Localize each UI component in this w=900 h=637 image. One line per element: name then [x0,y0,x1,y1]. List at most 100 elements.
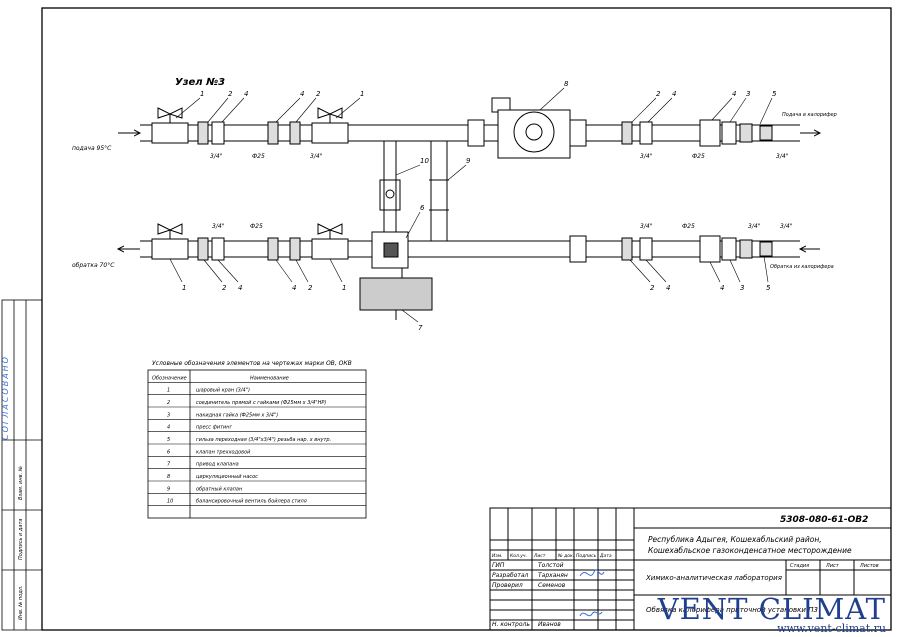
node-title: Узел №3 [175,77,225,88]
from-heater-label: Обратка из калорифера [770,264,834,270]
svg-text:Ф25: Ф25 [252,153,265,160]
svg-text:7: 7 [418,324,423,332]
table-cell-num: 1 [167,388,170,394]
drawing-name: Обвязка калорифера приточной установки П… [646,606,818,614]
svg-text:4: 4 [720,284,724,292]
table-cell-name: шаровый кран (3/4") [196,388,250,394]
svg-text:3/4": 3/4" [210,153,223,160]
svg-text:3: 3 [746,90,750,98]
svg-text:4: 4 [300,90,304,98]
stamp-role: Разработал [492,572,529,579]
svg-text:2: 2 [222,284,227,292]
svg-text:5: 5 [766,284,771,292]
table-cell-num: 4 [167,425,170,431]
stamp-stage-col: Стадия [790,563,809,569]
svg-text:4: 4 [244,90,248,98]
svg-text:6: 6 [420,204,425,212]
return-label: обратка 70°С [72,262,115,269]
svg-text:4: 4 [238,284,242,292]
svg-text:4: 4 [672,90,676,98]
table-cell-name: накидная гайка (Ф25мм х 3/4") [196,412,278,418]
table-cell-num: 9 [167,486,170,492]
table-cell-name: балансировочный вентиль бойлера стиля [196,499,307,505]
svg-text:8: 8 [564,80,569,88]
table-cell-num: 6 [167,449,170,455]
table-cell-num: 2 [167,400,170,406]
supply-label: подача 95°С [72,145,112,152]
table-cell-num: 5 [167,437,170,443]
svg-text:3/4": 3/4" [212,223,225,230]
table-cell-num: 3 [167,412,170,418]
svg-text:1: 1 [342,284,346,292]
svg-text:2: 2 [656,90,661,98]
stamp-col: Подпись [576,553,597,559]
table-cell-name: клапан трехходовой [196,449,251,455]
stamp-role: ГИП [492,562,505,569]
svg-text:2: 2 [316,90,321,98]
stamp-col: № док. [557,553,574,559]
table-cell-name: пресс фитинг [196,425,233,431]
return-pipe [140,240,800,258]
svg-text:Ф25: Ф25 [682,223,695,230]
stamp-stage-col: Листов [859,563,879,569]
stamp-name: Семенов [538,582,566,589]
table-cell-name: гильза переходная (3/4"х3/4") резьба нар… [196,437,331,443]
svg-text:1: 1 [182,284,186,292]
side-agreed: СОГЛАСОВАНО [1,355,10,440]
svg-text:2: 2 [650,284,655,292]
svg-text:3/4": 3/4" [776,153,789,160]
svg-text:10: 10 [420,157,429,165]
svg-text:4: 4 [666,284,670,292]
stamp-col: Лист [533,553,546,559]
table-caption: Условные обозначения элементов на чертеж… [152,360,352,367]
bypass-risers [379,140,449,242]
svg-text:3/4": 3/4" [640,223,653,230]
svg-text:4: 4 [292,284,296,292]
table-cell-num: 10 [167,499,173,505]
watermark-brand: VENT CLIMAT [657,592,886,626]
svg-text:3/4": 3/4" [780,223,793,230]
svg-text:4: 4 [732,90,736,98]
callout-leaders [169,87,773,323]
stamp-name: Тарханян [538,572,568,579]
svg-text:2: 2 [308,284,313,292]
table-cell-name: привод клапана [196,462,239,468]
side-strip [1,299,43,631]
side-orig: Инв. № подл. [18,586,24,621]
side-inv: Взам. инв. № [18,466,24,500]
table-cell-name: соединитель прямой с гайками (Ф25мм х 3/… [196,400,326,406]
svg-text:3/4": 3/4" [748,223,761,230]
svg-text:3/4": 3/4" [640,153,653,160]
table-cell-num: 7 [167,462,171,468]
side-sign: Подпись и дата [18,519,24,560]
three-way-valve [359,231,433,320]
doc-code: 5308-080-61-ОВ2 [780,515,868,525]
stamp-col: Кол.уч. [510,553,527,559]
ball-valves [151,107,349,260]
object-name: Химико-аналитическая лаборатория [645,574,782,582]
to-heater-label: Подача в калорифер [782,112,837,118]
svg-text:3: 3 [740,284,744,292]
table-header-num: Обозначение [152,375,187,381]
signatures [579,569,605,617]
org-line2: Кошехабльское газоконденсатное месторожд… [648,546,852,555]
svg-text:5: 5 [772,90,777,98]
svg-text:2: 2 [228,90,233,98]
stamp-col: Изм. [492,553,503,559]
table-cell-num: 8 [167,474,170,480]
flow-arrows [118,133,820,249]
table-cell-name: обратный клапан [196,486,243,492]
svg-text:Ф25: Ф25 [250,223,263,230]
svg-text:9: 9 [466,157,471,165]
watermark: VENT CLIMAT www.vent-climat.ru [657,592,886,636]
title-block [489,507,892,631]
svg-text:Ф25: Ф25 [692,153,705,160]
org-line1: Республика Адыгея, Кошехабльский район, [648,535,822,544]
stamp-role: Проверил [492,582,523,589]
